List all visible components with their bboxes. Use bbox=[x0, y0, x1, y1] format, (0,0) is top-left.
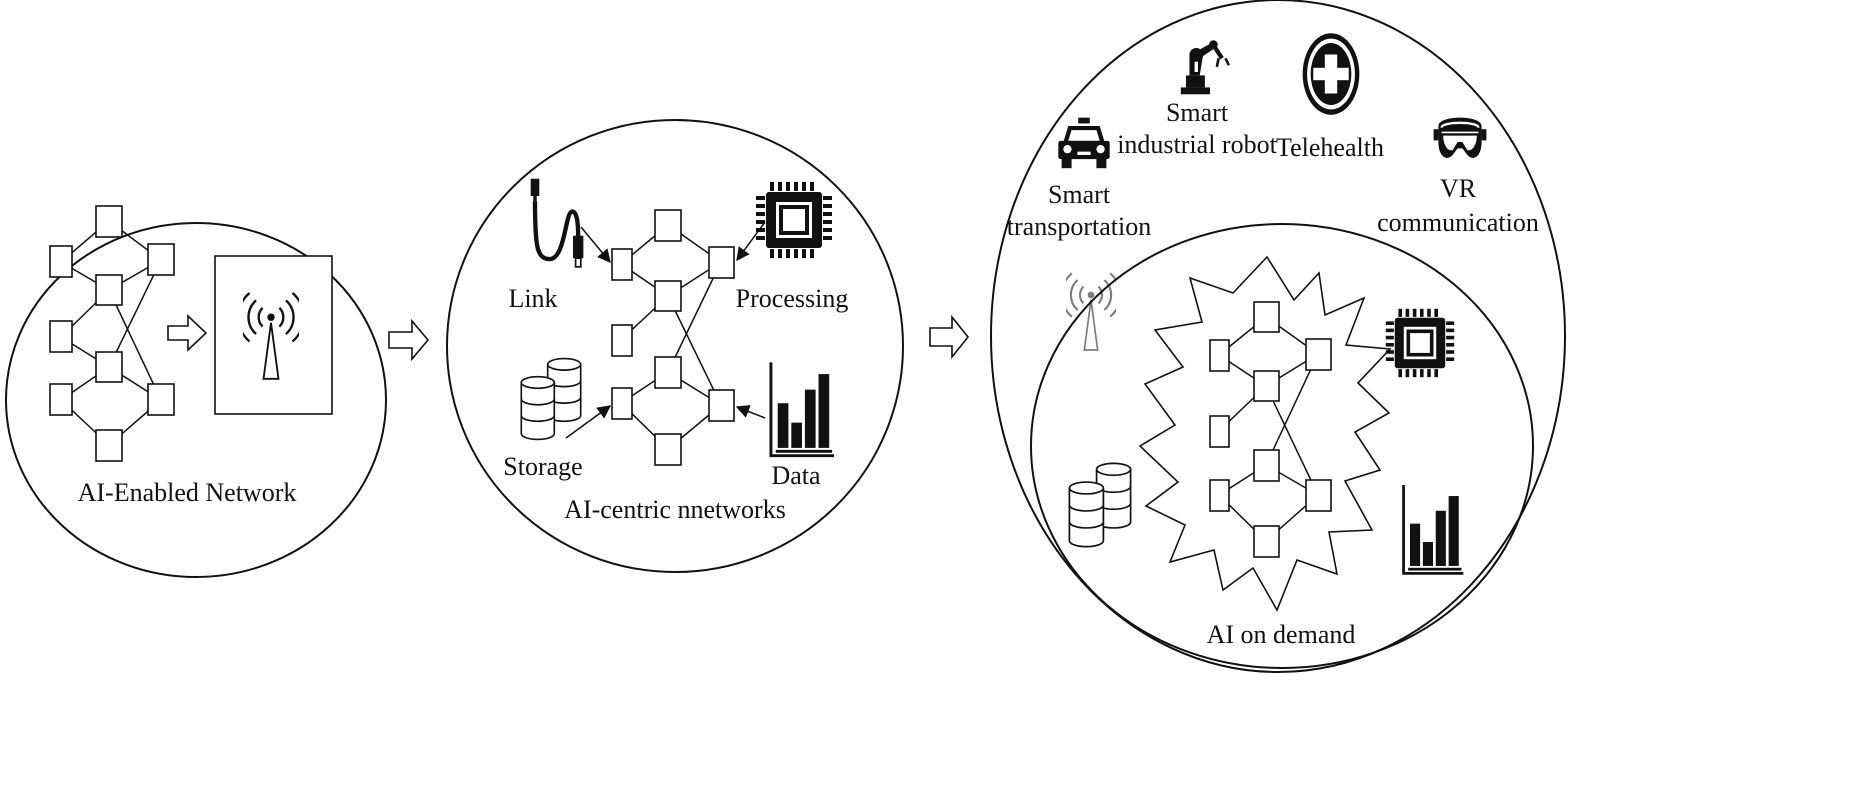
network-node bbox=[611, 248, 633, 281]
vr-headset-icon bbox=[1432, 116, 1488, 160]
label-telehealth: Telehealth bbox=[1276, 133, 1384, 162]
label-smart-robot-line2: industrial robot bbox=[1117, 130, 1277, 159]
label-data: Data bbox=[771, 461, 821, 490]
panel-2-network-nodes bbox=[611, 209, 735, 466]
panel-1-network-nodes bbox=[49, 205, 175, 462]
network-node bbox=[1253, 449, 1280, 482]
network-node bbox=[147, 383, 175, 416]
network-node bbox=[1253, 370, 1280, 402]
network-node bbox=[95, 274, 123, 306]
panel-3-network-nodes bbox=[1209, 301, 1332, 558]
network-node bbox=[654, 209, 682, 242]
network-node bbox=[49, 383, 73, 416]
panel-1-network-edges bbox=[60, 220, 162, 446]
hollow-arrow-icon bbox=[388, 318, 430, 362]
network-node bbox=[1305, 479, 1332, 512]
network-node bbox=[95, 205, 123, 238]
antenna-icon bbox=[1066, 272, 1116, 352]
network-node bbox=[95, 429, 123, 462]
network-node bbox=[1305, 338, 1332, 371]
network-node bbox=[1209, 479, 1230, 512]
network-node bbox=[1209, 339, 1230, 372]
label-vr-line2: communication bbox=[1377, 208, 1539, 237]
panel-1-caption: AI-Enabled Network bbox=[78, 478, 297, 507]
panel-2-feed-arrows bbox=[565, 221, 766, 439]
network-node bbox=[708, 246, 735, 279]
label-smart-transportation-line1: Smart bbox=[1048, 180, 1111, 209]
network-node bbox=[611, 387, 633, 420]
panel-3-caption: AI on demand bbox=[1207, 620, 1356, 649]
database-icon bbox=[1068, 462, 1132, 548]
cable-plug-icon bbox=[531, 179, 584, 267]
network-node bbox=[49, 320, 73, 353]
panel-3-outer-circle bbox=[990, 0, 1566, 673]
bar-chart-icon bbox=[769, 362, 836, 458]
car-icon bbox=[1058, 117, 1110, 169]
network-node bbox=[1253, 525, 1280, 558]
cpu-chip-icon bbox=[756, 182, 832, 258]
network-node bbox=[49, 245, 73, 278]
panel-ai-on-demand: Smart transportation Smart industrial ro… bbox=[990, 0, 1566, 673]
hollow-arrow-icon bbox=[167, 314, 208, 352]
panel-3-inner-circle bbox=[1030, 223, 1534, 669]
label-smart-transportation-line2: transportation bbox=[1007, 212, 1151, 241]
panel-ai-centric-networks: Link Processing Storage Data AI-centric … bbox=[446, 119, 904, 573]
label-processing: Processing bbox=[736, 284, 849, 313]
network-node bbox=[1209, 415, 1230, 448]
network-node bbox=[708, 389, 735, 422]
panel-1-circle bbox=[5, 222, 387, 578]
network-node bbox=[654, 356, 682, 389]
network-node bbox=[654, 433, 682, 466]
network-node bbox=[611, 324, 633, 357]
panel-2-caption: AI-centric nnetworks bbox=[564, 495, 786, 524]
network-node bbox=[1253, 301, 1280, 333]
panel-ai-enabled-network: AI-Enabled Network bbox=[5, 205, 387, 578]
network-node bbox=[95, 351, 123, 383]
label-link: Link bbox=[508, 284, 557, 313]
network-node bbox=[654, 280, 682, 312]
label-vr-line1: VR bbox=[1440, 174, 1477, 203]
hollow-arrow-icon bbox=[929, 314, 970, 360]
database-icon bbox=[520, 357, 582, 441]
bar-chart-icon bbox=[1402, 485, 1465, 575]
panel-2-circle bbox=[446, 119, 904, 573]
medical-cross-icon bbox=[1302, 33, 1360, 115]
label-smart-robot-line1: Smart bbox=[1166, 98, 1229, 127]
robot-arm-icon bbox=[1181, 40, 1229, 94]
cpu-chip-icon bbox=[1386, 309, 1454, 377]
label-storage: Storage bbox=[503, 452, 582, 481]
network-node bbox=[147, 243, 175, 276]
panel-2-network-edges bbox=[620, 224, 722, 450]
